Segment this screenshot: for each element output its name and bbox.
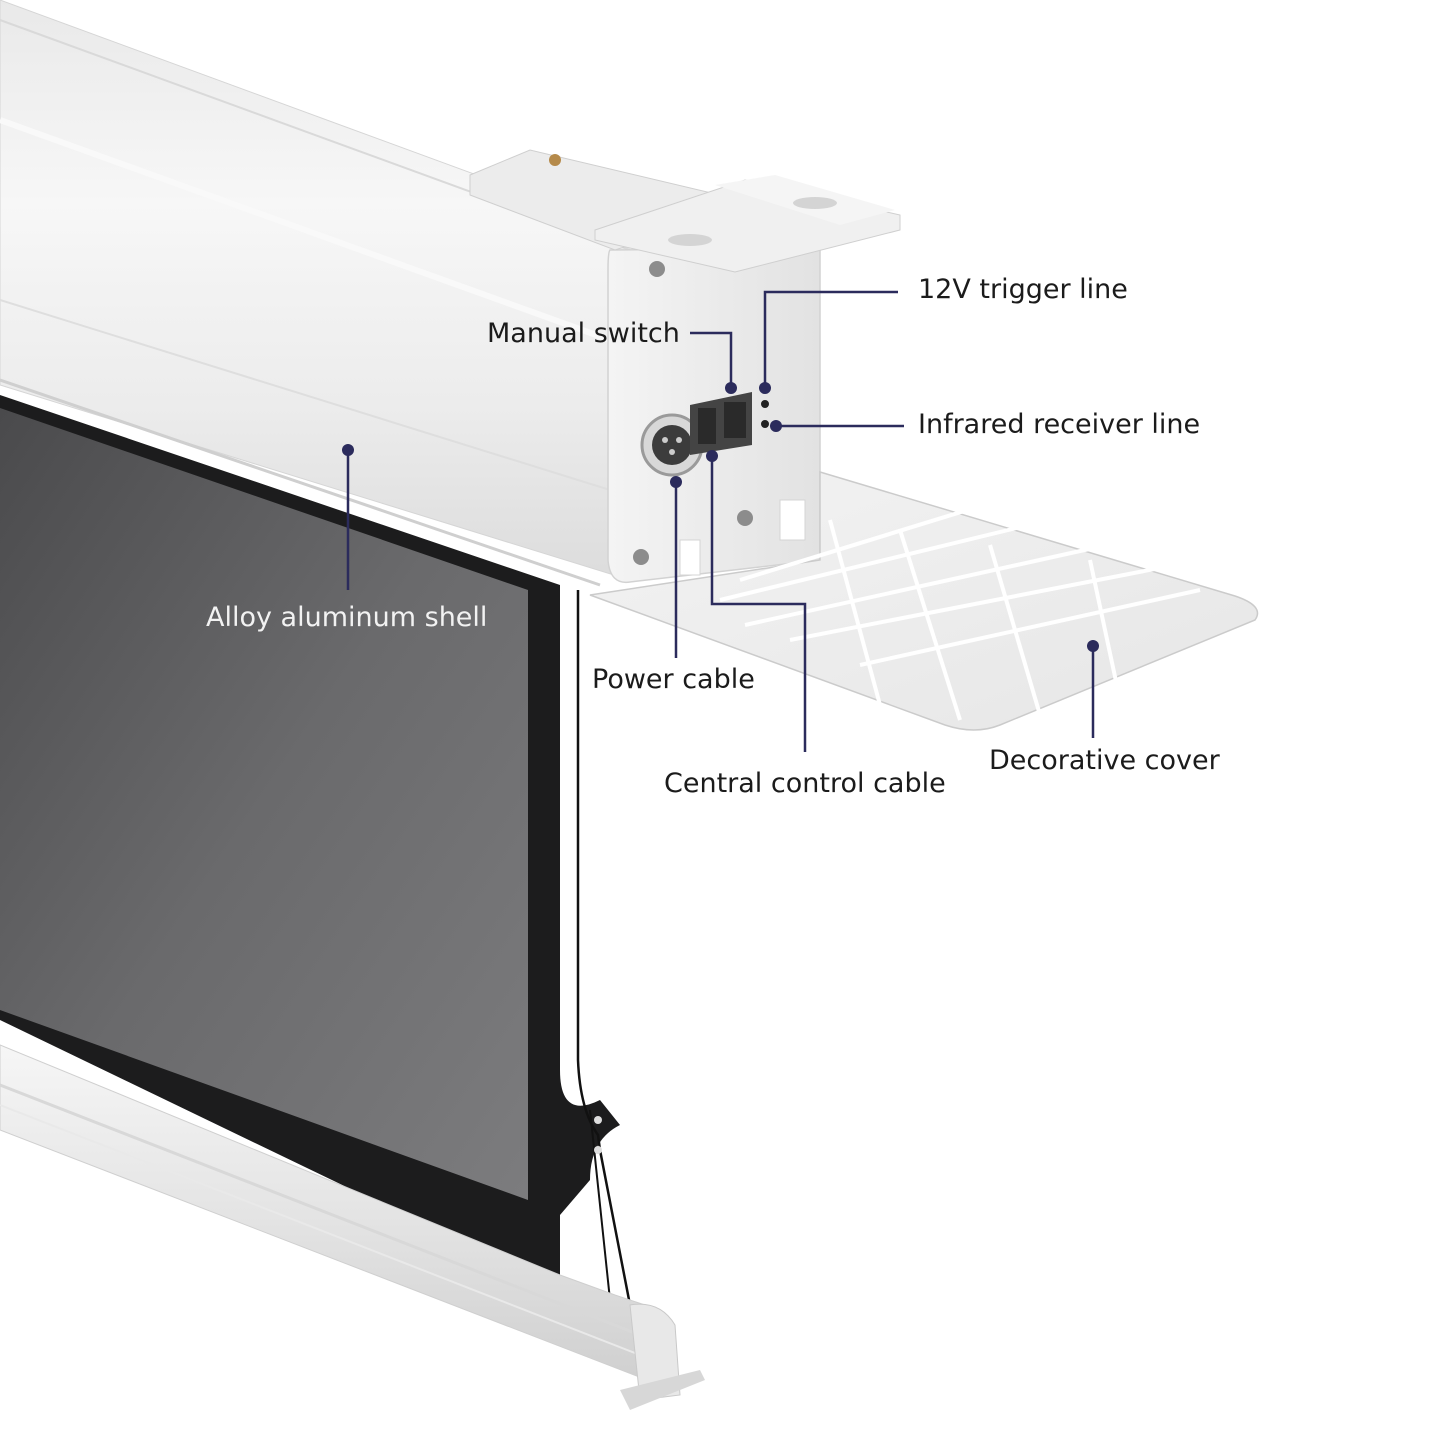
decorative-cover-tray (589, 470, 1259, 731)
dot-infrared (770, 420, 782, 432)
label-infrared-receiver: Infrared receiver line (918, 409, 1200, 440)
dot-manual-switch (725, 382, 737, 394)
bottom-bar (0, 1044, 705, 1410)
mounting-brackets (469, 149, 901, 273)
label-decorative-cover: Decorative cover (989, 745, 1221, 776)
label-manual-switch: Manual switch (487, 318, 680, 349)
leader-manual-switch (690, 331, 733, 388)
dot-decorative-cover (1087, 640, 1099, 652)
leader-central-control (710, 456, 807, 752)
leader-12v-trigger (763, 290, 898, 388)
dot-12v-trigger (759, 382, 771, 394)
dot-alloy-shell (342, 444, 354, 456)
tension-cables (576, 590, 632, 1306)
screen-fabric (0, 395, 620, 1290)
callout-labels: 12V trigger line Manual switch Infrared … (206, 274, 1221, 799)
connector-panel (640, 392, 769, 477)
label-12v-trigger: 12V trigger line (918, 274, 1128, 305)
dot-central-control (706, 450, 718, 462)
callout-leaders (342, 290, 1099, 752)
label-power-cable: Power cable (592, 664, 755, 695)
label-alloy-shell: Alloy aluminum shell (206, 602, 487, 633)
label-central-control: Central control cable (664, 768, 946, 799)
dot-power-cable (670, 476, 682, 488)
